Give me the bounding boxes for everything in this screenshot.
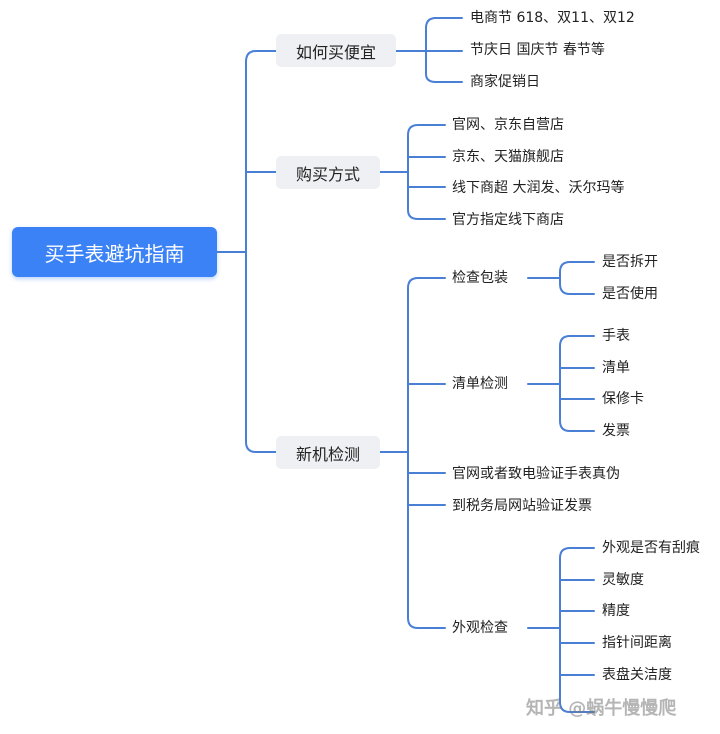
leaf-scratches[interactable]: 外观是否有刮痕	[602, 540, 700, 556]
root-node[interactable]: 买手表避坑指南	[12, 227, 217, 277]
leaf-flagship-store[interactable]: 京东、天猫旗舰店	[452, 149, 564, 165]
connector-branch-2	[379, 124, 446, 220]
watermark: 知乎 @蜗牛慢慢爬	[526, 698, 677, 719]
connector-branch-1	[395, 17, 463, 83]
leaf-offline-mall[interactable]: 线下商超 大润发、沃尔玛等	[452, 180, 625, 196]
connector-branch-3	[379, 277, 446, 629]
leaf-holidays[interactable]: 节庆日 国庆节 春节等	[470, 42, 605, 58]
branch-node-inspection[interactable]: 新机检测	[276, 436, 380, 469]
leaf-authorized-store[interactable]: 官方指定线下商店	[452, 212, 564, 228]
leaf-shopping-festival[interactable]: 电商节 618、双11、双12	[470, 10, 635, 26]
leaf-hand-spacing[interactable]: 指针间距离	[602, 635, 672, 651]
leaf-sensitivity[interactable]: 灵敏度	[602, 572, 644, 588]
leaf-precision[interactable]: 精度	[602, 603, 630, 619]
branch-node-channel[interactable]: 购买方式	[276, 156, 380, 189]
connector-sub-3	[527, 547, 595, 713]
branch-node-price[interactable]: 如何买便宜	[276, 34, 396, 67]
connector-sub-2	[527, 335, 595, 432]
leaf-verify-invoice[interactable]: 到税务局网站验证发票	[452, 498, 592, 514]
leaf-list[interactable]: 清单	[602, 360, 630, 376]
leaf-official-store[interactable]: 官网、京东自营店	[452, 117, 564, 133]
connector-trunk	[245, 50, 277, 453]
leaf-watch[interactable]: 手表	[602, 328, 630, 344]
leaf-check-appearance[interactable]: 外观检查	[452, 620, 508, 636]
leaf-check-list[interactable]: 清单检测	[452, 376, 508, 392]
leaf-promo-day[interactable]: 商家促销日	[470, 74, 540, 90]
leaf-warranty-card[interactable]: 保修卡	[602, 391, 644, 407]
leaf-invoice[interactable]: 发票	[602, 423, 630, 439]
leaf-unopened[interactable]: 是否拆开	[602, 254, 658, 270]
connector-sub-1	[527, 261, 595, 295]
leaf-check-package[interactable]: 检查包装	[452, 270, 508, 286]
leaf-dial-cleanliness[interactable]: 表盘关洁度	[602, 667, 672, 683]
leaf-verify-authenticity[interactable]: 官网或者致电验证手表真伪	[452, 466, 620, 482]
leaf-unused[interactable]: 是否使用	[602, 286, 658, 302]
